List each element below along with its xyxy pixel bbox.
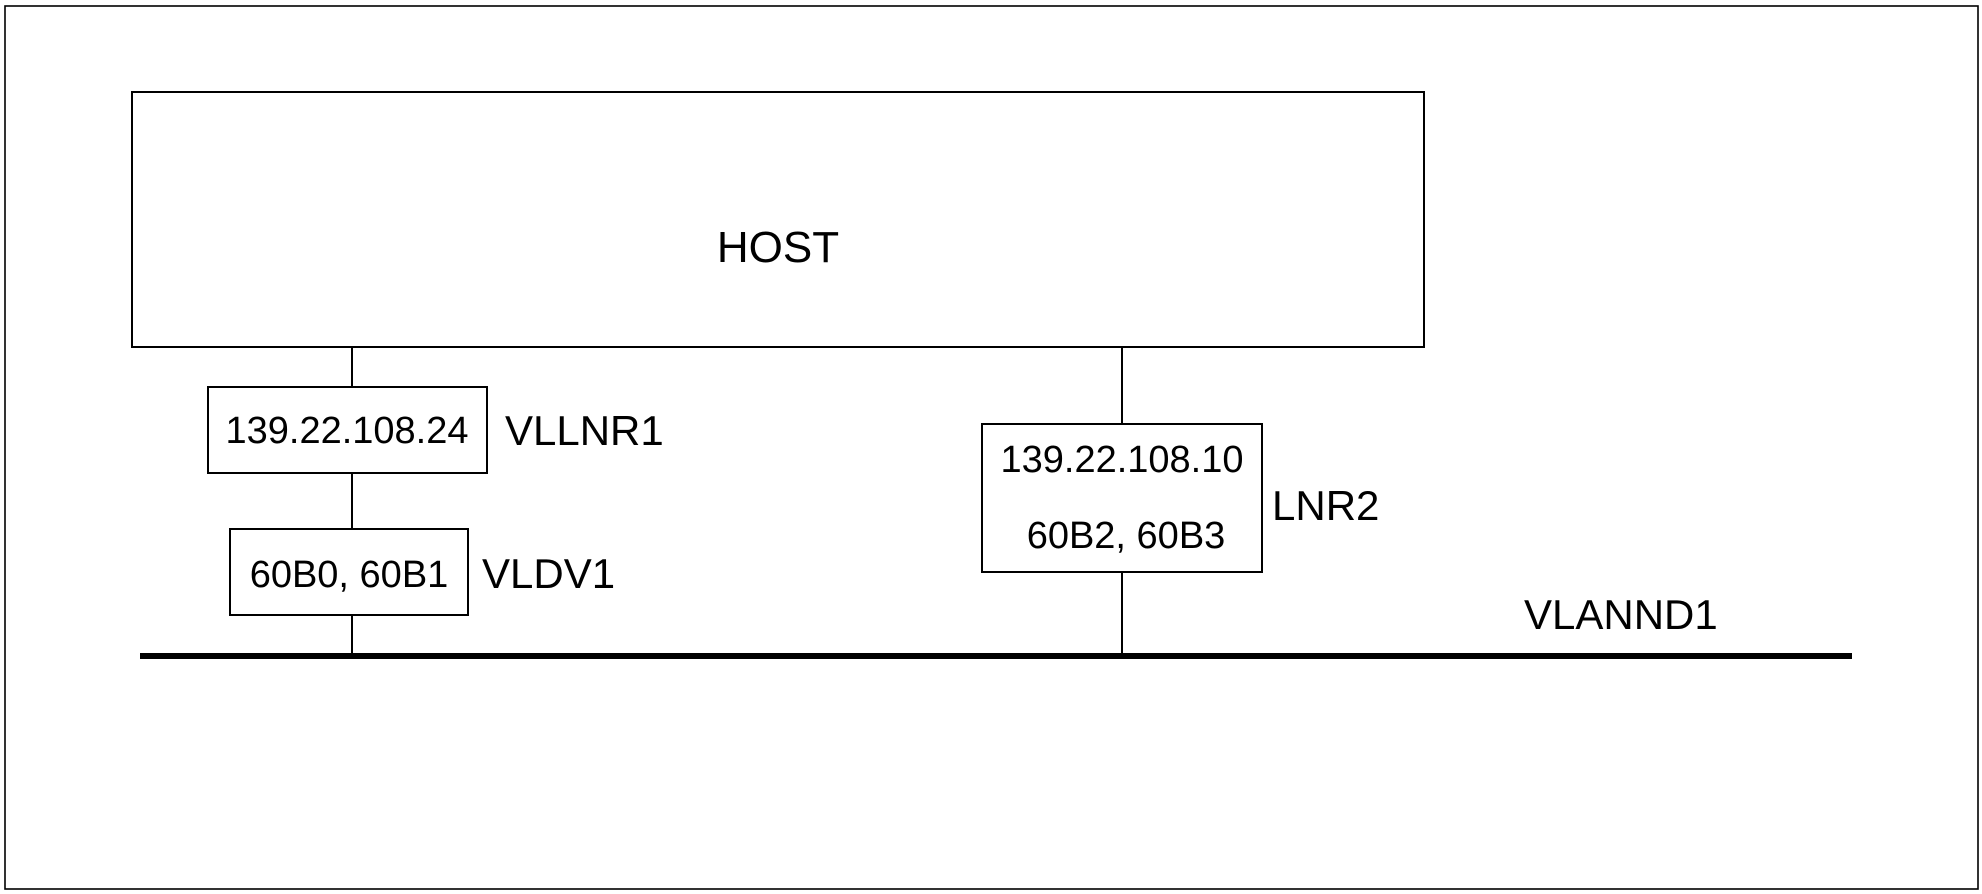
host-box <box>131 91 1425 348</box>
left-device-name: VLDV1 <box>482 550 615 597</box>
lan-name: VLANND1 <box>1524 591 1718 638</box>
host-label: HOST <box>717 223 839 272</box>
left-device-box <box>229 528 469 616</box>
right-node-box <box>981 423 1263 573</box>
left-device-addresses: 60B0, 60B1 <box>250 554 449 596</box>
left-ip-box <box>207 386 488 474</box>
outer-frame <box>4 5 1979 890</box>
right-node-name: LNR2 <box>1272 482 1379 529</box>
right-ip-address: 139.22.108.10 <box>1000 439 1243 481</box>
left-ip-address: 139.22.108.24 <box>225 410 468 452</box>
right-device-addresses: 60B2, 60B3 <box>1027 515 1226 557</box>
left-ip-node-name: VLLNR1 <box>505 407 664 454</box>
